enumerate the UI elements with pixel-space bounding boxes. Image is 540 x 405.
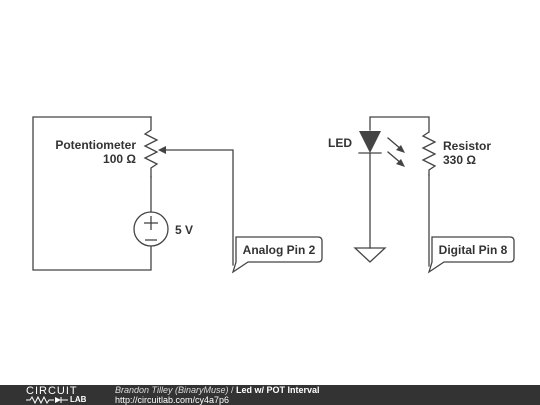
- wire-wiper-to-analog: [164, 149, 234, 266]
- analog-pin-label: Analog Pin 2: [243, 243, 316, 257]
- digital-pin-label: Digital Pin 8: [439, 243, 508, 257]
- resistor-value: 330 Ω: [443, 153, 476, 167]
- circuit-title: Led w/ POT Interval: [236, 385, 320, 395]
- credit-separator: /: [230, 385, 234, 395]
- wiper-arrow: [158, 146, 166, 154]
- wire-left-loop: [32, 116, 152, 271]
- potentiometer-label: Potentiometer: [55, 138, 136, 152]
- potentiometer-value: 100 Ω: [103, 152, 136, 166]
- potentiometer-symbol: [143, 116, 159, 178]
- author-name: Brandon Tilley (BinaryMuse): [115, 385, 229, 395]
- circuit-schematic: Potentiometer 100 Ω 5 V LED Resistor 330…: [32, 116, 515, 274]
- led-diode-symbol: [359, 131, 381, 153]
- voltage-source-symbol: [133, 211, 169, 247]
- logo-text-bottom: LAB: [70, 395, 87, 404]
- analog-pin-tag: [231, 236, 323, 274]
- led-label: LED: [328, 136, 352, 150]
- wire-top-right: [369, 116, 430, 133]
- logo-text-top: CIRCUIT: [26, 385, 78, 397]
- resistor-label: Resistor: [443, 139, 491, 153]
- circuit-url-link[interactable]: http://circuitlab.com/cy4a7p6: [115, 395, 230, 405]
- circuitlab-logo[interactable]: CIRCUIT LAB: [26, 386, 96, 404]
- source-value: 5 V: [175, 223, 193, 237]
- led-ray-arrow-1: [396, 145, 405, 153]
- digital-pin-tag: [427, 236, 515, 274]
- credit-line: Brandon Tilley (BinaryMuse) / Led w/ POT…: [115, 385, 320, 395]
- footer-bar: CIRCUIT LAB Brandon Tilley (BinaryMuse) …: [0, 385, 540, 405]
- resistor-symbol: [421, 131, 437, 176]
- ground-symbol: [353, 247, 387, 263]
- led-ray-arrow-2: [396, 159, 405, 167]
- logo-resistor-icon: [26, 396, 68, 404]
